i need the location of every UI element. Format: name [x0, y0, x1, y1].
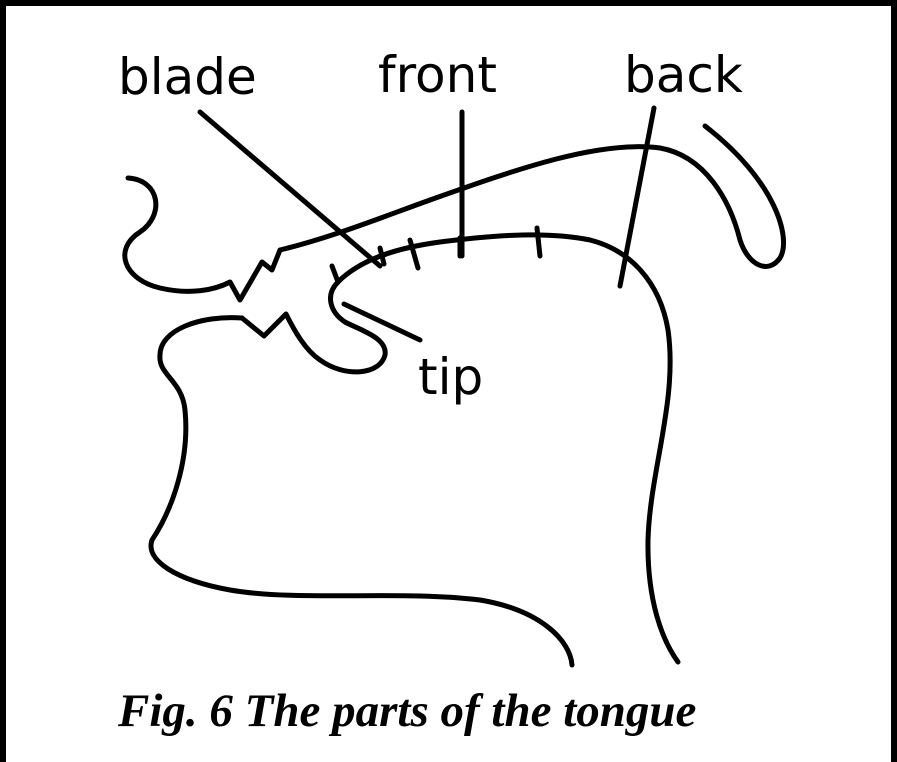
- blade-pointer-line: [200, 112, 380, 266]
- label-front: front: [378, 50, 497, 100]
- lower-lip-outline: [242, 282, 385, 372]
- upper-lip-outline: [125, 178, 280, 300]
- tip-pointer-line: [344, 304, 420, 340]
- figure-caption: Fig. 6 The parts of the tongue: [118, 688, 696, 735]
- back-pointer-line: [620, 108, 654, 286]
- label-tip: tip: [418, 352, 483, 402]
- tongue-tick-5: [537, 228, 540, 256]
- tongue-tick-2: [380, 248, 384, 264]
- tongue-tick-1: [332, 266, 338, 282]
- label-blade: blade: [118, 52, 257, 102]
- label-back: back: [624, 50, 743, 100]
